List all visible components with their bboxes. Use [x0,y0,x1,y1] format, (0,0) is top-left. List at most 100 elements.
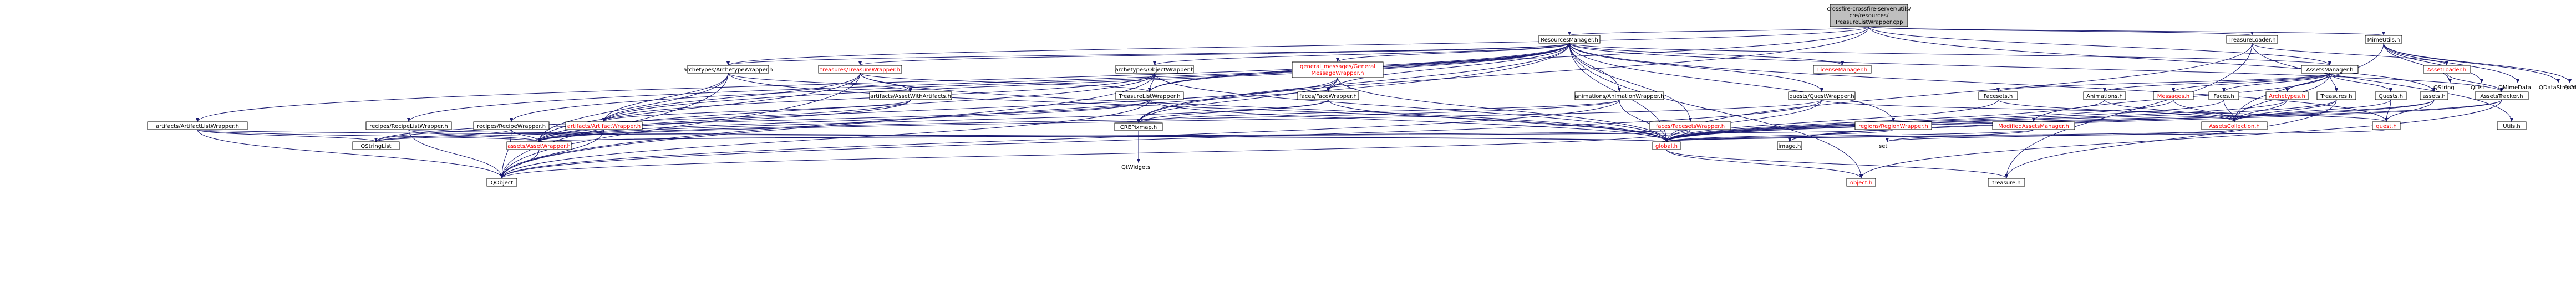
node-utils[interactable]: Utils.h [2497,121,2527,130]
node-label: AssetsCollection.h [2209,124,2260,130]
node-asset-loader[interactable]: AssetLoader.h [2423,65,2471,74]
node-treasures[interactable]: Treasures.h [2316,91,2356,100]
edge-assets_manager-to-quests [2329,73,2392,92]
node-box [352,141,400,150]
node-label: Messages.h [2157,94,2190,100]
node-qobject[interactable]: QObject [486,178,517,187]
node-object-wrapper[interactable]: archetypes/ObjectWrapper.h [1115,65,1195,74]
edge-resources_manager-to-recipe_wrapper [510,43,1570,122]
node-label: global.h [1655,143,1678,150]
edge-treasure_list_wrapper-to-qstringlist [374,99,1150,142]
node-box [2375,91,2407,100]
node-qstringlist[interactable]: QStringList [352,141,400,150]
node-resources-manager[interactable]: ResourcesManager.h [1538,35,1601,44]
edge-quests-to-quest [2385,99,2391,122]
node-archetypes[interactable]: Archetypes.h [2265,91,2309,100]
node-regions-wrapper[interactable]: regions/RegionWrapper.h [1854,121,1932,130]
edge-resources_manager-to-object_wrapper [1153,43,1570,66]
node-archetype-wrapper[interactable]: archetypes/ArchetypeWrapper.h [683,65,773,74]
node-faces-face-wrapper[interactable]: faces/FaceWrapper.h [1297,91,1359,100]
edge-archetype_wrapper-to-artifacts_with_artifacts [728,73,912,92]
node-label: quests/QuestWrapper.h [1789,94,1854,100]
node-treasures-wrapper[interactable]: treasures/TreasureWrapper.h [818,65,902,74]
edge-asset_loader-to-assets_tracker [2446,73,2503,92]
node-treasure-loader[interactable]: TreasureLoader.h [2226,35,2278,44]
node-box [1830,4,1908,27]
edge-object_wrapper-to-global [1154,73,1668,142]
node-box [2265,91,2309,100]
node-box [818,65,902,74]
edge-recipe_list_wrapper-to-qobject [408,129,504,179]
node-label: ResourcesManager.h [1541,37,1598,43]
node-messages[interactable]: Messages.h [2153,91,2194,100]
node-treasure-list-wrapper[interactable]: TreasureListWrapper.h [1115,91,1184,100]
node-animations[interactable]: Animations.h [2083,91,2126,100]
node-box [1649,121,1731,130]
node-label: recipes/RecipeWrapper.h [477,124,546,130]
edge-artifact_list_wrapper-to-qobject [197,129,504,179]
node-artifact-wrapper[interactable]: artifacts/ArtifactWrapper.h [565,121,643,130]
edge-artifact_wrapper-to-qobject [500,129,604,179]
edge-animations_wrapper-to-cre_pixmap [1137,99,1620,124]
node-box [1652,141,1681,150]
node-root[interactable]: crossfire-crossfire-server/utils/cre/res… [1827,4,1911,27]
edge-treasure_list_wrapper-to-qobject [500,99,1150,179]
node-quests[interactable]: Quests.h [2375,91,2407,100]
node-box [2423,65,2471,74]
node-facesets[interactable]: Facesets.h [1978,91,2018,100]
node-treasure[interactable]: treasure.h [1988,178,2025,187]
node-label: animations/AnimationWrapper.h [1574,94,1664,100]
node-image[interactable]: image.h [1777,141,1802,150]
node-quest[interactable]: quest.h [2372,121,2401,130]
edge-root-to-cre_pixmap [1137,26,1869,124]
node-object[interactable]: object.h [1846,178,1876,187]
edge-assets-to-image [1788,99,2435,142]
edge-artifact_list_wrapper-to-asset_wrapper [197,129,541,142]
node-animations-wrapper[interactable]: animations/AnimationWrapper.h [1574,91,1664,100]
edge-resources_manager-to-regions_wrapper [1569,43,1895,122]
node-faces[interactable]: Faces.h [2208,91,2239,100]
node-label: assets/AssetWrapper.h [507,143,571,150]
node-label: Quests.h [2379,94,2403,100]
node-faceset-wrapper[interactable]: faces/FacesetsWrapper.h [1649,121,1731,130]
node-box [1854,121,1932,130]
node-quests-quest-wrapper[interactable]: quests/QuestWrapper.h [1788,91,1856,100]
edge-quests_quest_wrapper-to-global [1665,99,1822,142]
edge-assets_tracker-to-global [1665,99,2502,142]
node-license-manager[interactable]: LicenseManager.h [1813,65,1872,74]
node-box [1538,35,1601,44]
node-box [2201,121,2268,130]
edge-faces_face_wrapper-to-global [1328,99,1668,142]
node-label: Animations.h [2086,94,2123,100]
edge-mime_utils-to-qdatastream [2383,43,2560,84]
node-label: QDataStream [2539,85,2576,91]
node-asset-wrapper[interactable]: assets/AssetWrapper.h [506,141,572,150]
node-box [2226,35,2278,44]
node-box [486,178,517,187]
node-box [1992,121,2075,130]
node-qdatastream: QDataStream [2539,85,2576,91]
node-label: Treasures.h [2320,94,2352,100]
node-modified-assets-manager[interactable]: ModifiedAssetsManager.h [1992,121,2075,130]
node-recipe-wrapper[interactable]: recipes/RecipeWrapper.h [473,121,550,130]
edge-resources_manager-to-cre_pixmap [1137,43,1570,124]
node-artifacts-with-artifacts[interactable]: artifacts/AssetWithArtifacts.h [869,91,952,100]
node-assets-tracker[interactable]: AssetsTracker.h [2475,91,2529,100]
edge-regions_wrapper-to-asset_wrapper [538,129,1894,142]
edge-artifacts_with_artifacts-to-artifact_wrapper [602,99,911,122]
edge-resources_manager-to-recipe_list_wrapper [407,43,1570,122]
edge-general_messages_wrapper-to-cre_pixmap [1137,77,1338,124]
node-assets-collection[interactable]: AssetsCollection.h [2201,121,2268,130]
node-mime-utils[interactable]: MimeUtils.h [2365,35,2402,44]
node-box [147,121,248,130]
node-assets-manager[interactable]: AssetsManager.h [2301,65,2359,74]
edge-quests-to-assets_collection [2233,99,2391,122]
node-cre-pixmap[interactable]: CREPixmap.h [1114,122,1163,131]
node-global[interactable]: global.h [1652,141,1681,150]
node-assets[interactable]: assets.h [2420,91,2448,100]
node-recipe-list-wrapper[interactable]: recipes/RecipeListWrapper.h [365,121,452,130]
node-label: Facesets.h [1984,94,2013,100]
node-artifact-list-wrapper[interactable]: artifacts/ArtifactListWrapper.h [147,121,248,130]
edge-asset_wrapper-to-qobject [500,149,540,179]
